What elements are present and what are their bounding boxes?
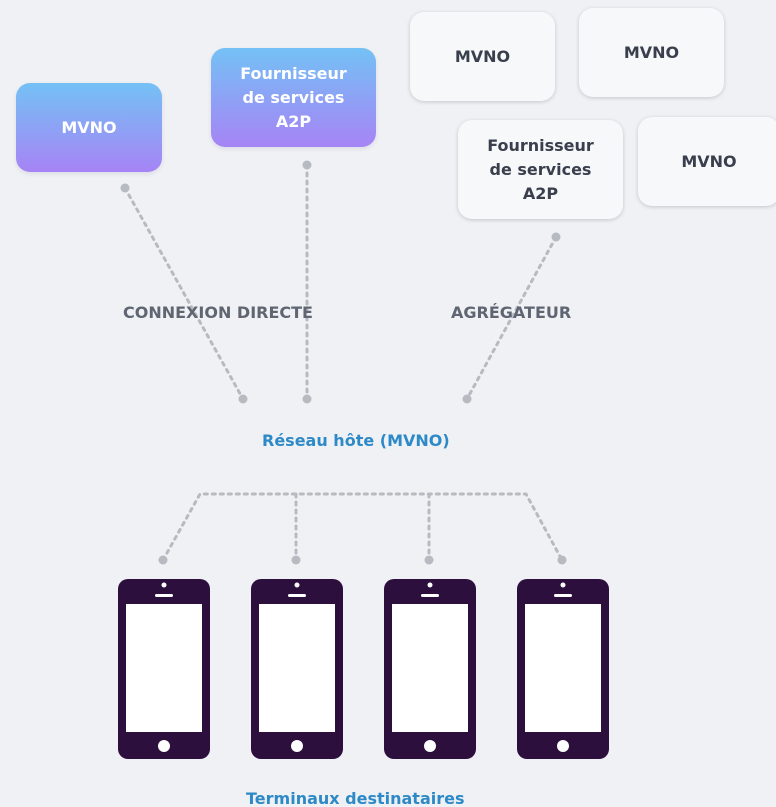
smartphone-icon [384,579,476,759]
node-label-line: Fournisseur [487,135,594,155]
node-label: MVNO [681,151,737,171]
connector-dot [238,394,248,404]
node-label: MVNO [623,42,680,62]
connector-dot [551,232,561,242]
direct-connection-label: CONNEXION DIRECTE [123,303,313,322]
terminals-connector [161,492,564,562]
aggregator-mvno-node: MVNO [638,117,776,206]
node-label-line: A2P [522,183,559,203]
connector-dot [424,555,434,565]
node-label-line: Fournisseur [240,63,347,83]
connector-dot [120,183,130,193]
connector-dot [557,555,567,565]
node-label-line: de services [489,159,592,179]
terminals-label: Terminaux destinataires [246,789,465,807]
smartphone-icon [251,579,343,759]
node-label: MVNO [61,117,117,137]
aggregator-mvno-node: MVNO [579,8,724,97]
node-label-line: A2P [275,111,312,131]
node-label: MVNO [454,46,511,66]
node-label-line: de services [242,87,345,107]
connector-dot [302,394,312,404]
direct-a2p-provider-node: Fournisseur de services A2P [211,48,376,147]
connector-dot [158,555,168,565]
smartphone-icon [118,579,210,759]
aggregator-connector [465,235,558,401]
connector-dot [302,160,312,170]
direct-mvno-node: MVNO [16,83,162,172]
aggregator-a2p-provider-node: Fournisseur de services A2P [458,120,623,219]
aggregator-mvno-node: MVNO [410,12,555,101]
connector-dot [291,555,301,565]
aggregator-label: AGRÉGATEUR [451,303,572,322]
host-network-label: Réseau hôte (MVNO) [262,431,450,450]
direct-mvno-connector [123,186,245,401]
smartphone-icon [517,579,609,759]
connector-dot [462,394,472,404]
